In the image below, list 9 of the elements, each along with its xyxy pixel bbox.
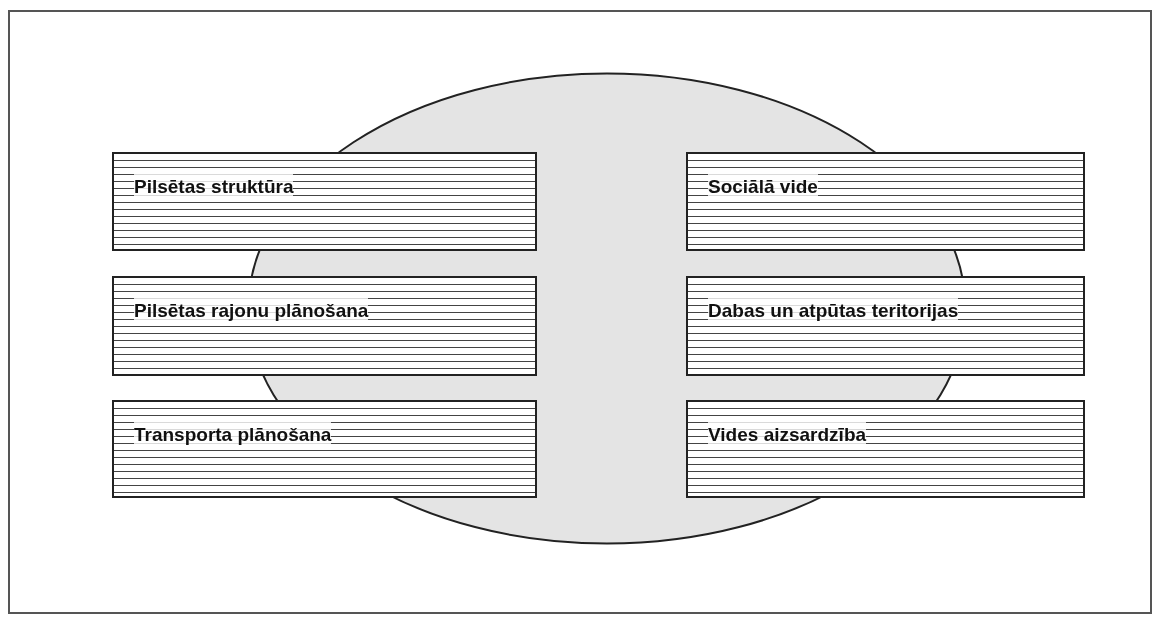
striped-box: [686, 276, 1085, 376]
box-label: Dabas un atpūtas teritorijas: [708, 298, 959, 324]
striped-box: [686, 400, 1085, 498]
striped-box: [112, 400, 537, 498]
box-label: Transporta plānošana: [134, 422, 332, 448]
striped-box: [112, 152, 537, 251]
striped-box: [112, 276, 537, 376]
box-label: Pilsētas rajonu plānošana: [134, 298, 369, 324]
striped-box: [686, 152, 1085, 251]
